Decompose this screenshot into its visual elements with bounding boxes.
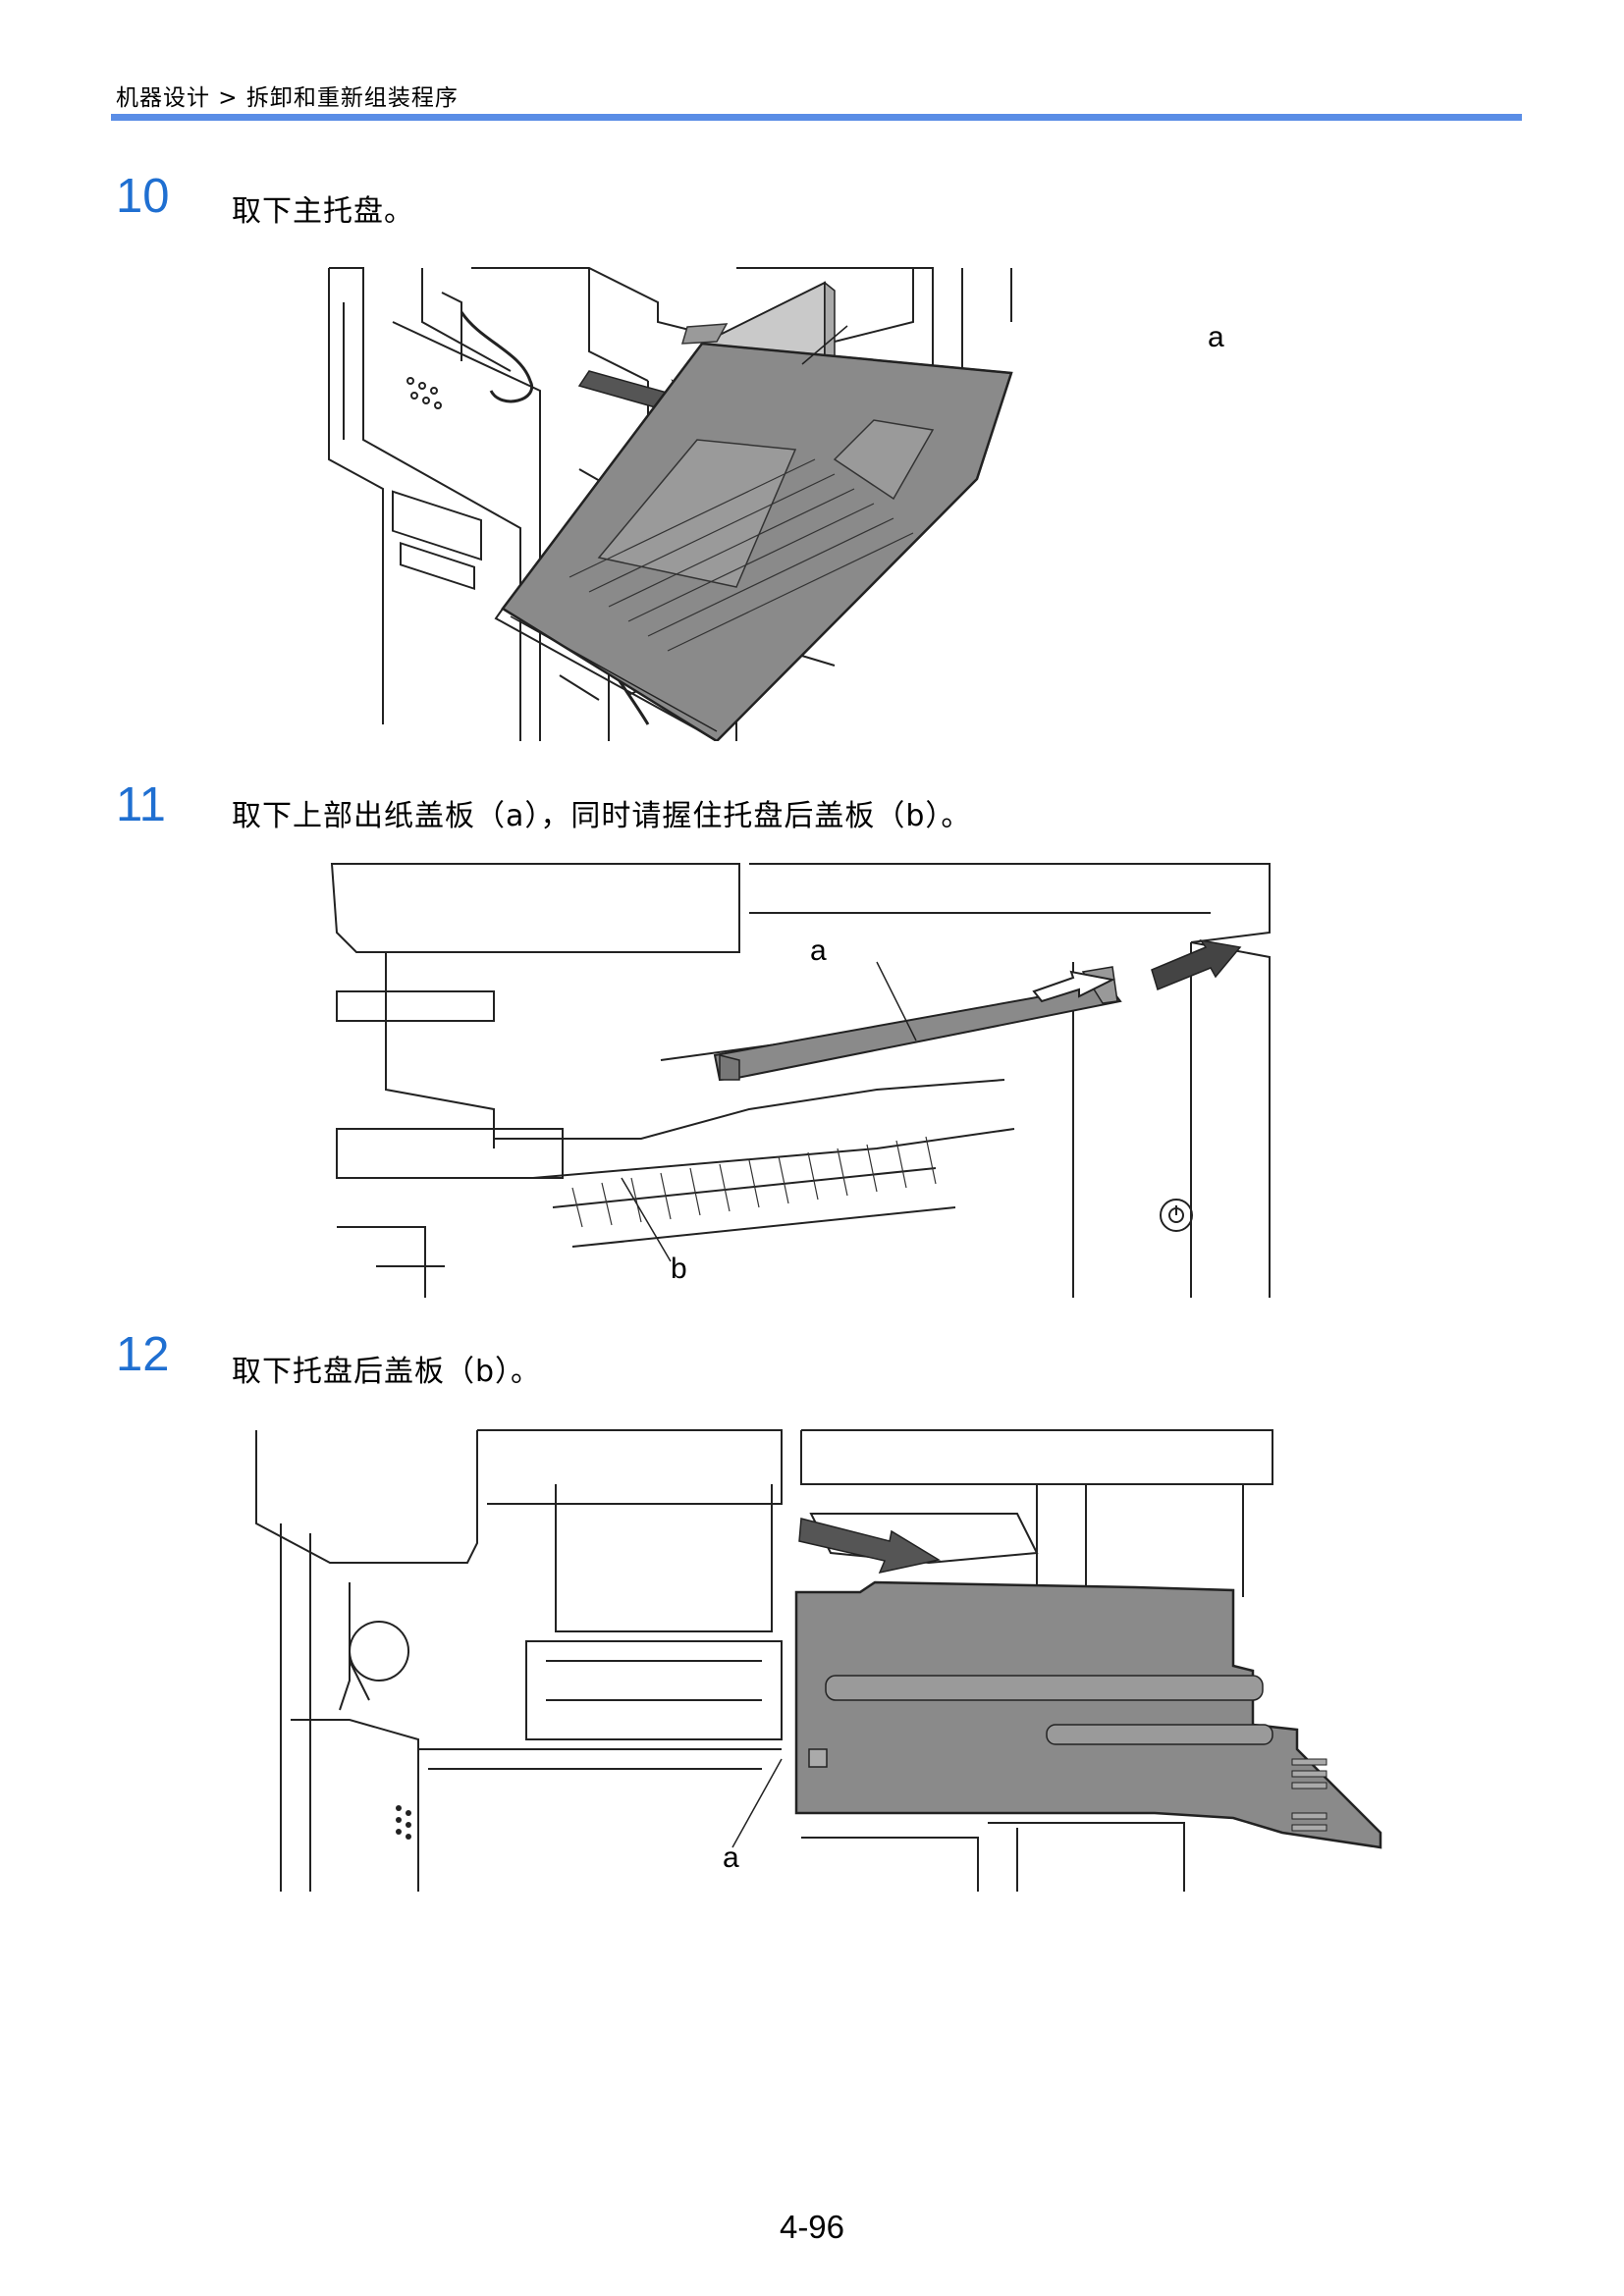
callout-leader [801,325,848,365]
tray-rear-cover [794,1580,1382,1849]
figure-tray-rear-cover-removal: a [251,1425,1400,1892]
callout-leader [876,961,917,1041]
callout-label: a [723,1842,739,1874]
step-instruction: 取下托盘后盖板（b）。 [232,1355,542,1389]
breadcrumb: 机器设计 > 拆卸和重新组装程序 [116,85,459,111]
callout-label: b [671,1253,687,1285]
direction-arrow [1032,970,1116,1003]
figure-drawing: a [328,267,1224,741]
figure-upper-exit-cover-removal: a b [327,854,1284,1298]
callout-leader [621,1177,672,1262]
page-number: 4-96 [779,2209,845,2245]
callout-label: a [1208,321,1224,353]
step-instruction: 取下主托盘。 [232,194,414,229]
header-rule [111,114,1522,121]
step-number: 11 [116,778,166,831]
figure-drawing: a [255,1429,1382,1892]
figure-drawing: a b [330,863,1271,1298]
direction-arrow [1151,938,1242,991]
main-tray [494,281,1013,741]
figure-main-tray-removal: a [324,263,1335,741]
direction-arrow [798,1518,942,1575]
callout-label: a [810,934,827,967]
step-number: 12 [116,1328,170,1381]
upper-exit-cover [713,983,1122,1082]
step-instruction: 取下上部出纸盖板（a），同时请握住托盘后盖板（b）。 [232,799,972,833]
callout-leader [731,1758,783,1848]
step-number: 10 [116,170,170,223]
